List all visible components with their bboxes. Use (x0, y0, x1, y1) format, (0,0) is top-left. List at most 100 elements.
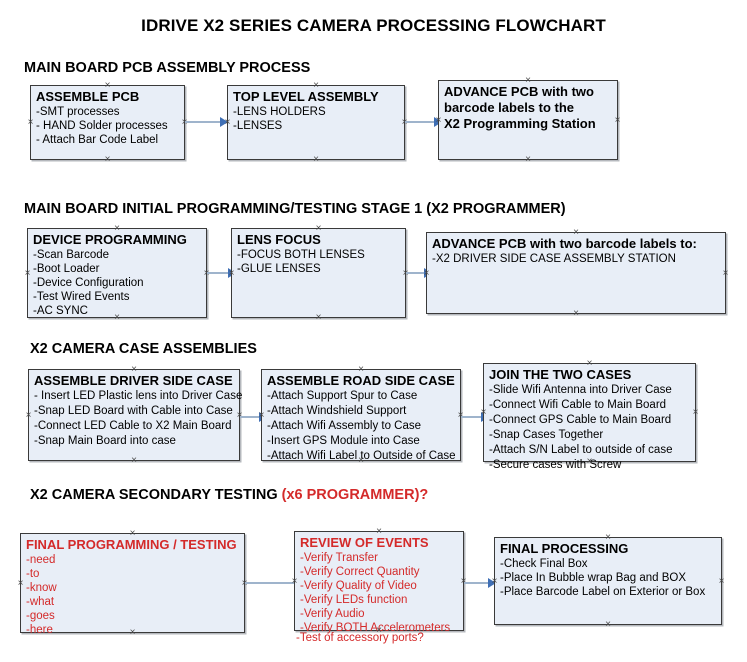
node-line: -AC SYNC (33, 305, 88, 317)
connector-device-programming-to-lens-focus[interactable] (207, 268, 236, 278)
node-header: FINAL PROGRAMMING / TESTING (26, 537, 237, 552)
node-line: -Connect GPS Cable to Main Board (489, 414, 672, 426)
node-header: TOP LEVEL ASSEMBLY (233, 89, 379, 104)
node-line: -Attach Wifi Label to Outside of Case (267, 450, 456, 462)
node-final-programming-testing[interactable]: FINAL PROGRAMMING / TESTING -need -to -k… (20, 533, 245, 636)
node-line: -Verify Audio (300, 608, 365, 620)
section-heading-x2-camera-secondary-testing: X2 CAMERA SECONDARY TESTING (x6 PROGRAMM… (30, 487, 428, 503)
node-line: -Verify Quality of Video (300, 580, 417, 592)
connector-driver-side-to-road-side[interactable] (240, 412, 267, 422)
node-line: -Connect Wifi Cable to Main Board (489, 399, 667, 411)
node-line: -Verify BOTH Accelerometers (300, 622, 451, 634)
node-line: -Insert GPS Module into Case (267, 435, 420, 447)
connector-handle-bottom[interactable] (103, 155, 112, 164)
node-join-the-two-cases[interactable]: JOIN THE TWO CASES -Slide Wifi Antenna i… (483, 363, 696, 471)
node-line: - Attach Bar Code Label (36, 134, 159, 146)
node-line: -LENSES (233, 120, 283, 132)
node-line: -FOCUS BOTH LENSES (237, 249, 365, 261)
node-line: - HAND Solder processes (36, 120, 168, 132)
node-header: REVIEW OF EVENTS (300, 535, 429, 550)
connector-handle-left[interactable] (24, 411, 33, 420)
connector-review-of-events-to-final-processing[interactable] (464, 578, 496, 588)
node-header: DEVICE PROGRAMMING (33, 232, 187, 247)
connector-handle-left[interactable] (26, 118, 35, 127)
node-line: -Attach Wifi Assembly to Case (267, 420, 422, 432)
node-header: JOIN THE TWO CASES (489, 367, 632, 382)
section-heading-text: X2 CAMERA CASE ASSEMBLIES (30, 341, 257, 357)
page-title: IDRIVE X2 SERIES CAMERA PROCESSING FLOWC… (141, 16, 606, 35)
node-assemble-pcb[interactable]: ASSEMBLE PCB -SMT processes - HAND Solde… (30, 85, 185, 160)
node-line: -to (26, 568, 40, 580)
connector-handle-left[interactable] (16, 579, 25, 588)
node-header: LENS FOCUS (237, 232, 321, 247)
node-line: -SMT processes (36, 106, 120, 118)
node-line: -Attach Support Spur to Case (267, 390, 418, 402)
connector-handle-bottom[interactable] (604, 620, 613, 629)
node-final-processing[interactable]: FINAL PROCESSING -Check Final Box -Place… (494, 537, 722, 625)
node-line: -Attach Windshield Support (267, 405, 407, 417)
connector-road-side-to-join-cases[interactable] (461, 412, 489, 422)
section-heading-text: X2 CAMERA SECONDARY TESTING (30, 487, 282, 503)
connector-handle-right[interactable] (721, 269, 730, 278)
connector-handle-bottom[interactable] (130, 456, 139, 465)
node-line: X2 Programming Station (444, 116, 596, 131)
node-assemble-road-side-case[interactable]: ASSEMBLE ROAD SIDE CASE -Attach Support … (261, 369, 461, 462)
section-heading-main-board-initial-programming: MAIN BOARD INITIAL PROGRAMMING/TESTING S… (24, 201, 566, 217)
node-advance-pcb-to-driver-side-case-station[interactable]: ADVANCE PCB with two barcode labels to: … (426, 232, 726, 314)
node-line: -GLUE LENSES (237, 263, 321, 275)
node-line: -Place Barcode Label on Exterior or Box (500, 586, 706, 598)
section-heading-x2-camera-case-assemblies: X2 CAMERA CASE ASSEMBLIES (30, 341, 257, 357)
connector-handle-bottom[interactable] (312, 155, 321, 164)
connector-handle-bottom[interactable] (572, 309, 581, 318)
connector-lens-focus-to-advance-pcb[interactable] (406, 268, 432, 278)
node-line: -Place In Bubble wrap Bag and BOX (500, 572, 687, 584)
node-line: -need (26, 554, 56, 566)
section-heading-text-red: (x6 PROGRAMMER)? (281, 487, 429, 503)
connector-assemble-pcb-to-top-level-assembly[interactable] (185, 117, 228, 127)
connector-handle-right[interactable] (691, 408, 700, 417)
section-heading-text: MAIN BOARD INITIAL PROGRAMMING/TESTING S… (24, 201, 566, 217)
node-line: -Slide Wifi Antenna into Driver Case (489, 384, 672, 396)
node-line: -Verify Transfer (300, 552, 378, 564)
connector-handle-right[interactable] (235, 411, 244, 420)
node-top-level-assembly[interactable]: TOP LEVEL ASSEMBLY -LENS HOLDERS -LENSES (227, 85, 405, 160)
connector-handle-right[interactable] (456, 411, 465, 420)
node-line: -Device Configuration (33, 277, 144, 289)
connector-handle-right[interactable] (717, 577, 726, 586)
node-line: -Check Final Box (500, 558, 588, 570)
node-advance-pcb-to-x2-programming-station[interactable]: ADVANCE PCB with two barcode labels to t… (438, 80, 618, 160)
node-header: ASSEMBLE PCB (36, 89, 140, 104)
node-header: ADVANCE PCB with two barcode labels to: (432, 236, 697, 251)
section-heading-text: MAIN BOARD PCB ASSEMBLY PROCESS (24, 60, 311, 76)
connector-handle-right[interactable] (613, 116, 622, 125)
node-line: -know (26, 582, 57, 594)
node-line: -Snap Cases Together (489, 429, 604, 441)
arrow-head-icon (488, 578, 496, 588)
arrow-head-icon (220, 117, 228, 127)
connector-handle-bottom[interactable] (524, 155, 533, 164)
connector-handle-bottom[interactable] (314, 313, 323, 322)
node-header: ASSEMBLE ROAD SIDE CASE (267, 373, 455, 388)
node-line: -Verify LEDs function (300, 594, 408, 606)
node-header: FINAL PROCESSING (500, 541, 629, 556)
node-line: -Test Wired Events (33, 291, 130, 303)
node-review-of-events[interactable]: REVIEW OF EVENTS -Verify Transfer -Verif… (294, 531, 464, 634)
node-line: -goes (26, 610, 55, 622)
section-heading-main-board-pcb-assembly: MAIN BOARD PCB ASSEMBLY PROCESS (24, 60, 310, 76)
node-line: -Boot Loader (33, 263, 100, 275)
node-device-programming[interactable]: DEVICE PROGRAMMING -Scan Barcode -Boot L… (27, 228, 207, 318)
connector-handle-left[interactable] (23, 269, 32, 278)
connector-handle-left[interactable] (290, 577, 299, 586)
connector-final-programming-to-review-of-events[interactable] (245, 578, 302, 588)
node-line: - Insert LED Plastic lens into Driver Ca… (34, 390, 243, 402)
node-line: -Secure cases with Screw (489, 459, 622, 471)
node-line: -LENS HOLDERS (233, 106, 326, 118)
node-overflow-line-review-of-events: -Test of accessory ports? (296, 632, 424, 644)
connector-handle-right[interactable] (459, 577, 468, 586)
node-lens-focus[interactable]: LENS FOCUS -FOCUS BOTH LENSES -GLUE LENS… (231, 228, 406, 318)
node-line: -here (26, 624, 53, 636)
connector-top-level-assembly-to-advance-pcb[interactable] (405, 117, 442, 127)
node-assemble-driver-side-case[interactable]: ASSEMBLE DRIVER SIDE CASE - Insert LED P… (28, 369, 243, 461)
node-line: -Verify Correct Quantity (300, 566, 420, 578)
